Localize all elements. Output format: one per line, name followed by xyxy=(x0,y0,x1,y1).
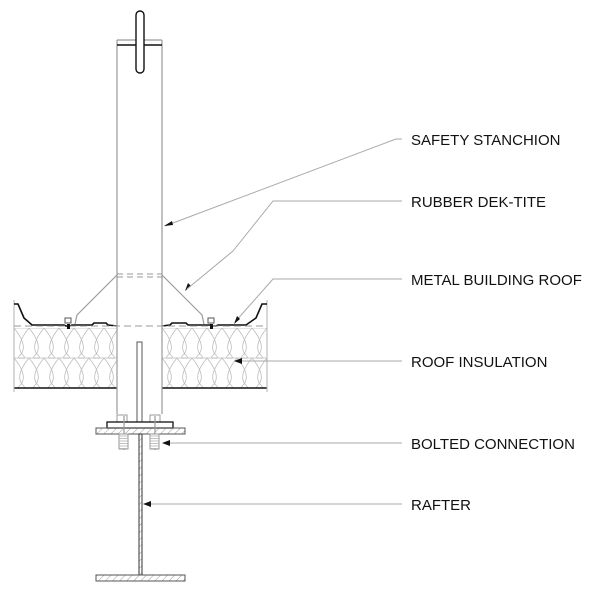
leader-rafter xyxy=(143,501,402,507)
insulation-pattern-row xyxy=(14,357,117,388)
dek-tite-boot-right xyxy=(161,274,205,325)
roof-screw-right xyxy=(207,317,215,329)
roof-insulation-left xyxy=(13,300,117,392)
dek-tite-boot-left xyxy=(74,274,118,325)
roof-screw-left xyxy=(64,317,72,329)
label-bolted-connection: BOLTED CONNECTION xyxy=(411,436,575,453)
leader-roof-insulation xyxy=(234,358,402,364)
leader-metal-building-roof xyxy=(234,278,402,324)
label-safety-stanchion: SAFETY STANCHION xyxy=(411,132,560,149)
label-rubber-dek-tite: RUBBER DEK-TITE xyxy=(411,194,546,211)
bolt-left xyxy=(118,416,129,450)
rafter-web xyxy=(138,433,143,576)
label-roof-insulation: ROOF INSULATION xyxy=(411,354,547,371)
stanchion-base-plate xyxy=(106,421,174,429)
stanchion-top-handle xyxy=(135,10,145,74)
label-metal-building-roof: METAL BUILDING ROOF xyxy=(411,272,582,289)
leader-bolted-connection xyxy=(162,440,402,446)
stanchion-inner-rod xyxy=(136,341,143,423)
insulation-pattern-row xyxy=(162,357,267,388)
rafter-bottom-flange xyxy=(95,574,186,582)
insulation-pattern-row xyxy=(162,328,267,359)
leader-rubber-dek-tite xyxy=(185,200,402,291)
roof-insulation-right xyxy=(162,300,268,392)
bolt-right xyxy=(149,416,160,450)
insulation-pattern-row xyxy=(14,328,117,359)
label-rafter: RAFTER xyxy=(411,497,471,514)
rafter-top-flange xyxy=(95,427,186,435)
leader-safety-stanchion xyxy=(164,138,402,227)
